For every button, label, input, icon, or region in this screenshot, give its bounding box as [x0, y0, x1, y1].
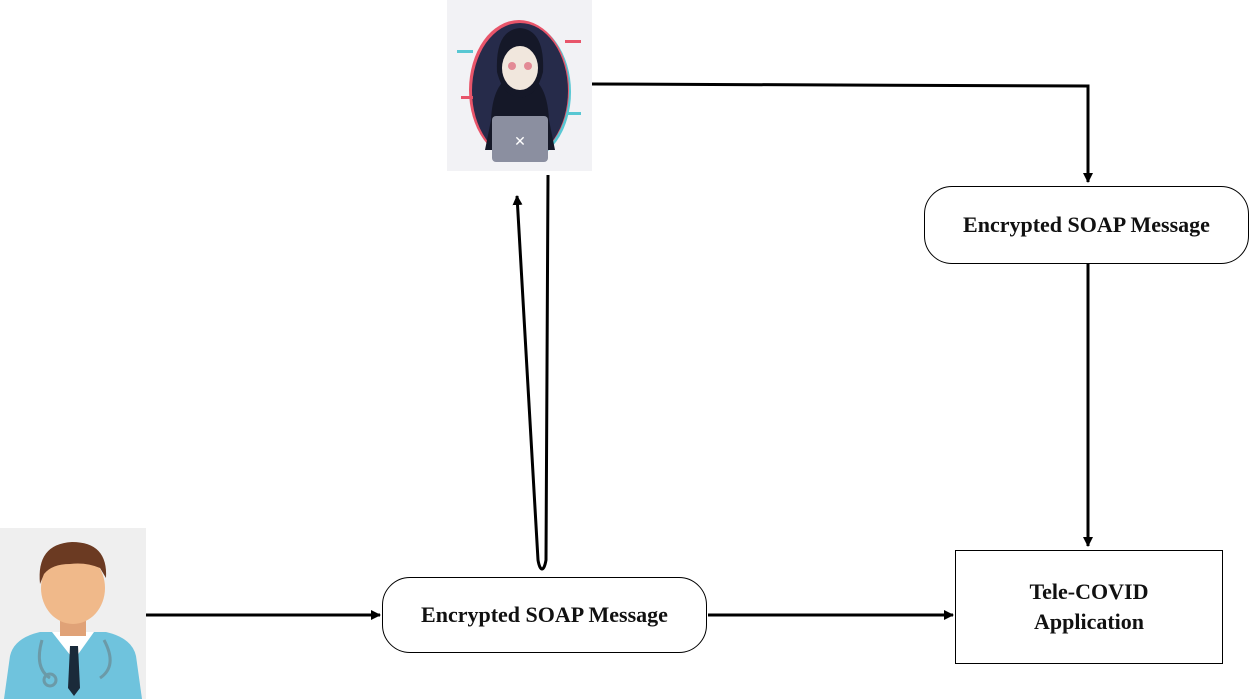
encrypted-message-bottom-box: Encrypted SOAP Message [382, 577, 707, 653]
tele-covid-application-label: Tele-COVID Application [1029, 579, 1149, 634]
encrypted-message-right-label: Encrypted SOAP Message [963, 212, 1210, 237]
hooded-hacker-with-laptop-icon: ✕ [447, 0, 592, 171]
tele-covid-application-box: Tele-COVID Application [955, 550, 1223, 664]
svg-text:✕: ✕ [514, 134, 526, 150]
encrypted-message-bottom-label: Encrypted SOAP Message [421, 602, 668, 627]
encrypted-message-right-box: Encrypted SOAP Message [924, 186, 1249, 264]
doctor-avatar-icon [0, 528, 146, 699]
arrow-attacker-to-message [591, 82, 1093, 183]
arrow-message-to-attacker [512, 174, 550, 571]
